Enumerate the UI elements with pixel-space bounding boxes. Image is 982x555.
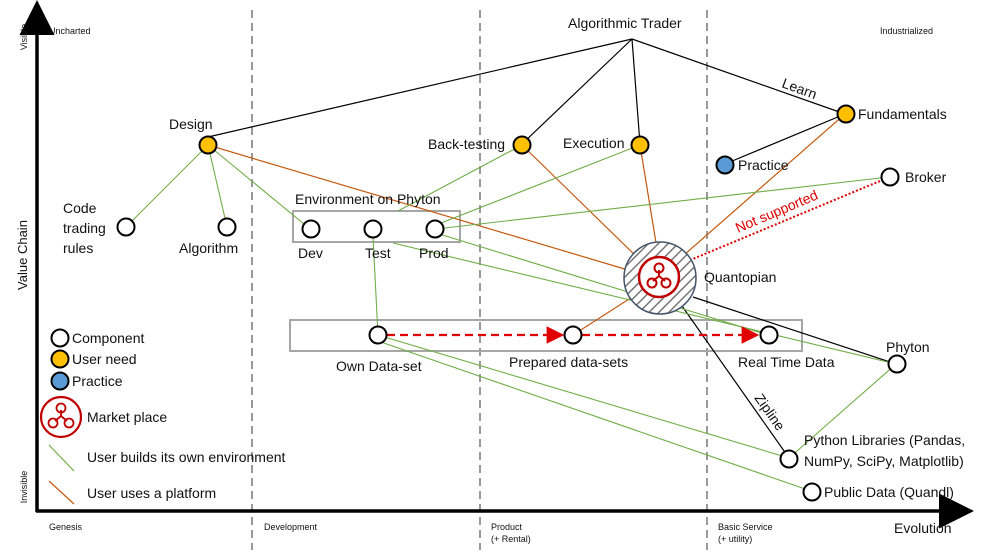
label-backtesting: Back-testing	[428, 136, 505, 152]
quantopian-node[interactable]	[623, 241, 697, 315]
node-phyton[interactable]	[887, 354, 907, 374]
own-design-coderules	[125, 144, 209, 228]
node-python-libs[interactable]	[779, 449, 799, 469]
platform-execution-quantopian	[639, 144, 659, 256]
label-code-rules-2: trading	[63, 220, 106, 236]
legend-component: Component	[72, 330, 144, 346]
label-phyton: Phyton	[886, 339, 930, 355]
node-own-data[interactable]	[368, 325, 388, 345]
label-algorithm: Algorithm	[179, 240, 238, 256]
label-code-rules-3: rules	[63, 240, 93, 256]
legend-practice: Practice	[72, 373, 123, 389]
own-design-dev	[207, 144, 311, 230]
label-prepared-data: Prepared data-sets	[509, 354, 628, 370]
stage-product: Product	[491, 522, 523, 532]
label-python-libs-2: NumPy, SciPy, Matplotlib)	[804, 453, 964, 469]
own-prod-execution	[435, 144, 641, 226]
node-backtesting[interactable]	[512, 135, 532, 155]
link-quantopian-phyton	[692, 296, 897, 365]
own-env-backtesting	[397, 144, 523, 212]
node-prod[interactable]	[425, 219, 445, 239]
stage-genesis: Genesis	[49, 522, 83, 532]
data-group-box	[289, 319, 803, 352]
node-code-trading-rules[interactable]	[116, 217, 136, 237]
node-public-data[interactable]	[802, 482, 822, 502]
own-design-algorithm	[207, 144, 228, 228]
platform-backtesting-quantopian	[521, 144, 641, 261]
label-test: Test	[365, 245, 391, 261]
own-pylibs-phyton	[788, 363, 897, 459]
edge-label-not-supported: Not supported	[733, 187, 820, 236]
corner-industrialized: Industrialized	[880, 26, 933, 36]
platform-design-quantopian	[207, 144, 629, 271]
link-fundamentals-practice	[724, 113, 846, 165]
legend-user-need: User need	[72, 351, 137, 367]
label-realtime-data: Real Time Data	[738, 354, 835, 370]
label-prod: Prod	[419, 245, 449, 261]
corner-uncharted: Uncharted	[49, 26, 91, 36]
legend-market: Market place	[87, 409, 167, 425]
link-trader-execution	[631, 38, 641, 145]
stage-development: Development	[264, 522, 318, 532]
own-owndata-publicdata	[377, 340, 812, 492]
x-axis-title: Evolution	[894, 520, 952, 536]
label-python-libs-1: Python Libraries (Pandas,	[804, 432, 965, 448]
y-axis-title: Value Chain	[15, 220, 30, 290]
not-supported-link	[674, 180, 881, 268]
legend-own-env-line	[48, 444, 75, 472]
own-test-owndata	[372, 236, 379, 336]
label-code-rules-1: Code	[63, 200, 97, 216]
label-public-data: Public Data (Quandl)	[824, 484, 954, 500]
label-quantopian: Quantopian	[704, 269, 776, 285]
y-axis-bottom-label: Invisible	[19, 471, 29, 504]
node-prepared-data[interactable]	[563, 325, 583, 345]
node-fundamentals[interactable]	[836, 104, 856, 124]
node-design[interactable]	[198, 135, 218, 155]
own-prod-broker	[435, 176, 890, 230]
label-env-group: Environment on Phyton	[295, 191, 441, 207]
own-owndata-pylibs	[377, 334, 790, 459]
link-trader-design	[207, 38, 633, 138]
title-algorithmic-trader: Algorithmic Trader	[568, 15, 682, 31]
node-algorithm[interactable]	[217, 217, 237, 237]
label-execution: Execution	[563, 135, 624, 151]
link-trader-fundamentals	[631, 38, 846, 115]
legend-user-need-icon	[50, 349, 70, 369]
legend-component-icon	[50, 328, 70, 348]
legend-platform-line	[48, 480, 75, 505]
y-axis-top-label: Visible	[19, 24, 29, 50]
node-broker[interactable]	[880, 167, 900, 187]
node-practice[interactable]	[715, 155, 735, 175]
legend-own-env: User builds its own environment	[87, 449, 286, 465]
market-place-icon	[646, 262, 672, 289]
label-broker: Broker	[905, 169, 947, 185]
link-trader-backtesting	[521, 38, 633, 145]
label-dev: Dev	[298, 245, 323, 261]
legend: Component User need Practice Market plac…	[39, 328, 286, 505]
stage-product-sub: (+ Rental)	[491, 534, 531, 544]
node-dev[interactable]	[301, 219, 321, 239]
own-prod-realtime	[435, 232, 769, 336]
node-execution[interactable]	[630, 135, 650, 155]
legend-market-icon	[39, 395, 83, 439]
legend-platform: User uses a platform	[87, 485, 216, 501]
node-realtime-data[interactable]	[759, 325, 779, 345]
link-quantopian-zipline	[681, 305, 790, 459]
label-practice: Practice	[738, 157, 789, 173]
stage-basic-service-sub: (+ utility)	[718, 534, 752, 544]
platform-fundamentals-quantopian	[675, 113, 846, 263]
label-fundamentals: Fundamentals	[858, 106, 947, 122]
legend-practice-icon	[50, 371, 70, 391]
label-design: Design	[169, 116, 213, 132]
node-test[interactable]	[363, 219, 383, 239]
stage-basic-service: Basic Service	[718, 522, 773, 532]
label-own-data: Own Data-set	[336, 358, 422, 374]
